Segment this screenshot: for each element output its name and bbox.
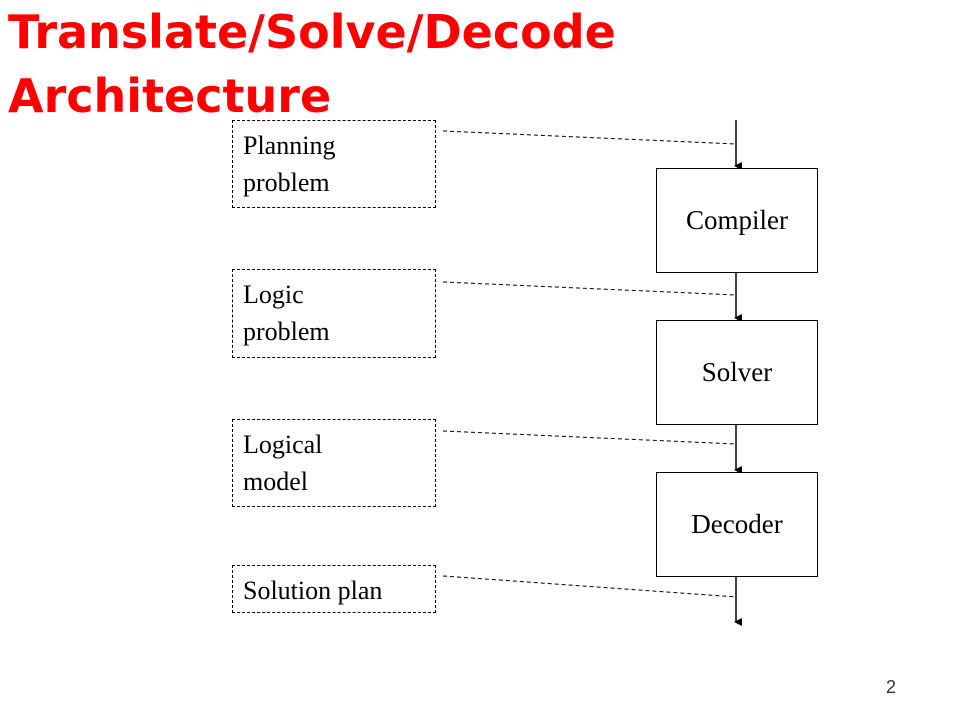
connector-planning-problem — [442, 130, 737, 145]
stage-label: Solver — [701, 357, 773, 387]
connector-logic-problem — [442, 281, 737, 296]
stage-label: Decoder — [691, 509, 783, 539]
connector-logical-model — [442, 430, 737, 445]
representation-logic-problem: Logic problem — [232, 269, 436, 358]
page-number: 2 — [885, 677, 896, 697]
stage-label: Compiler — [686, 205, 788, 235]
representation-label: Planning problem — [243, 131, 336, 197]
representation-label: Logical model — [243, 430, 323, 496]
connector-solution-plan — [442, 575, 737, 598]
slide-title: Translate/Solve/Decode Architecture — [8, 5, 616, 123]
stage-solver: Solver — [656, 320, 818, 425]
representation-logical-model: Logical model — [232, 419, 436, 507]
representation-planning-problem: Planning problem — [232, 120, 436, 208]
representation-label: Logic problem — [243, 280, 330, 346]
representation-solution-plan: Solution plan — [232, 565, 436, 613]
representation-label: Solution plan — [243, 576, 383, 605]
stage-decoder: Decoder — [656, 472, 818, 577]
stage-compiler: Compiler — [656, 168, 818, 273]
